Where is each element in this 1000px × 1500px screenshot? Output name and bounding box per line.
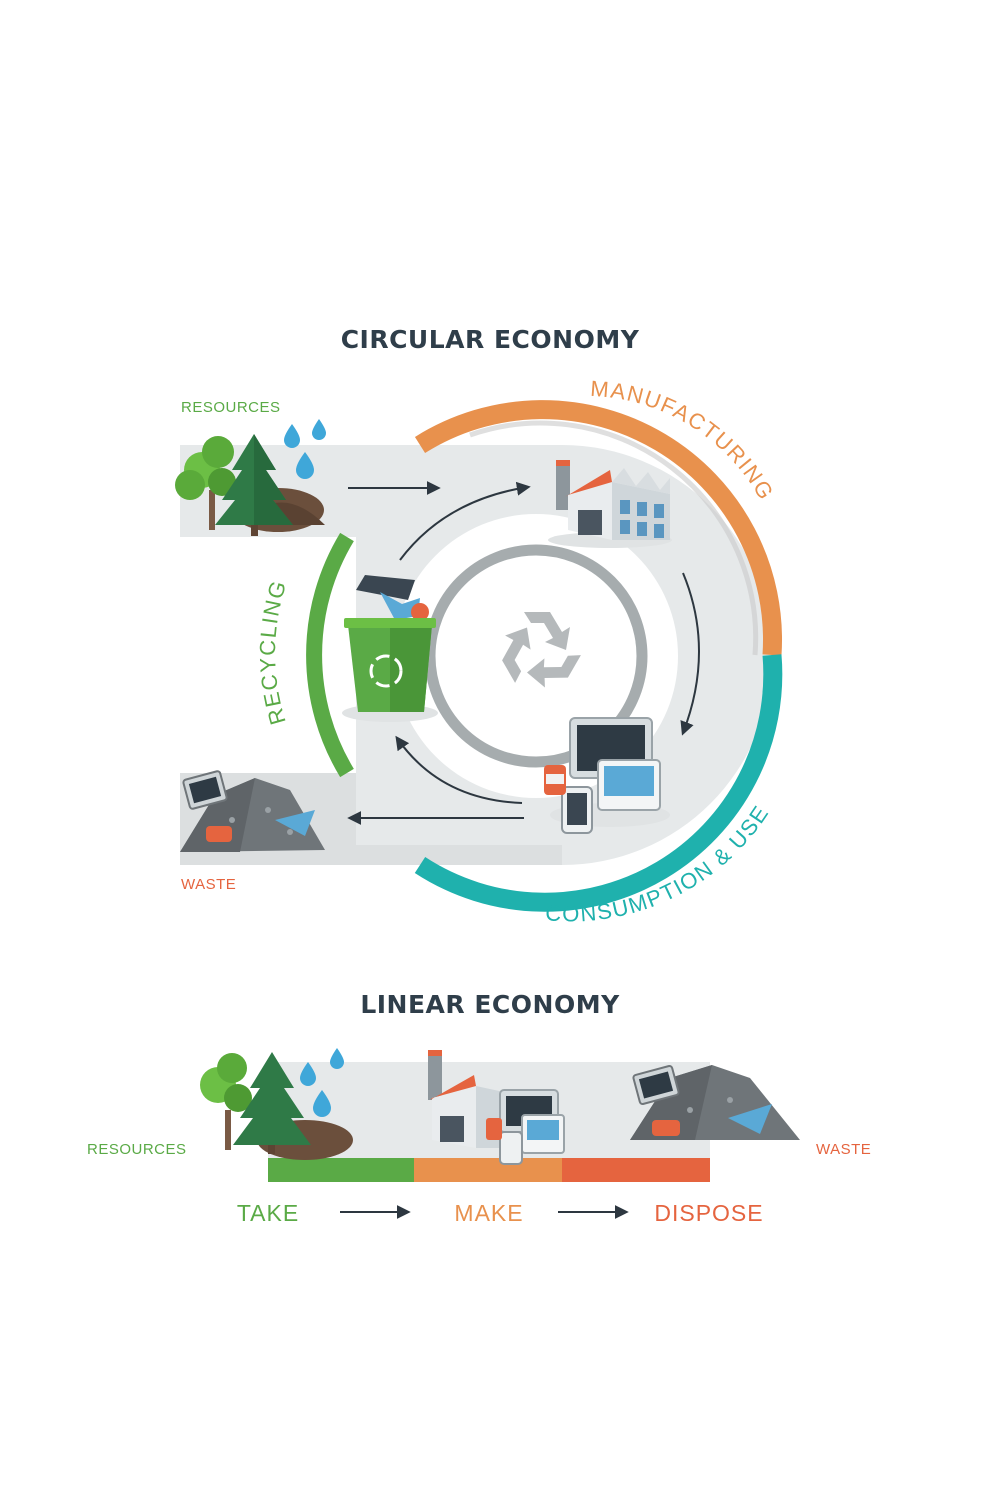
make-bar [414,1158,562,1182]
recycle-bin-icon [342,575,438,722]
linear-water-drops-icon [300,1048,344,1117]
linear-trees-icon [200,1052,353,1160]
recycling-label: RECYCLING [255,577,292,728]
take-bar [268,1158,414,1182]
dispose-label: DISPOSE [654,1200,763,1226]
water-drops-icon [284,419,326,479]
arrow-to-recycling [395,735,523,804]
arrow-to-manufacturing [399,481,531,561]
circular-waste-label: WASTE [181,876,236,893]
devices-icon [544,717,670,834]
make-label: MAKE [454,1200,523,1226]
arrow-to-consumption [680,572,700,736]
take-label: TAKE [237,1200,299,1226]
waste-pile-icon [180,770,325,852]
flow-arrows [347,481,700,825]
manufacturing-arc-shadow [469,420,759,656]
recycling-arc [306,532,354,778]
linear-resources-label: RESOURCES [87,1141,187,1158]
manufacturing-arc [414,400,782,656]
linear-waste-label: WASTE [816,1141,871,1158]
recycle-symbol-icon [502,612,581,688]
circular-resources-label: RESOURCES [181,399,281,416]
trees-icon [175,434,325,536]
linear-devices-icon [486,1089,565,1165]
inner-ring [424,544,648,768]
linear-title: LINEAR ECONOMY [360,990,620,1019]
consumption-arc [414,654,783,912]
dispose-bar [562,1158,710,1182]
factory-icon [548,460,672,548]
circular-title: CIRCULAR ECONOMY [341,325,640,354]
linear-waste-pile-icon [630,1065,800,1140]
